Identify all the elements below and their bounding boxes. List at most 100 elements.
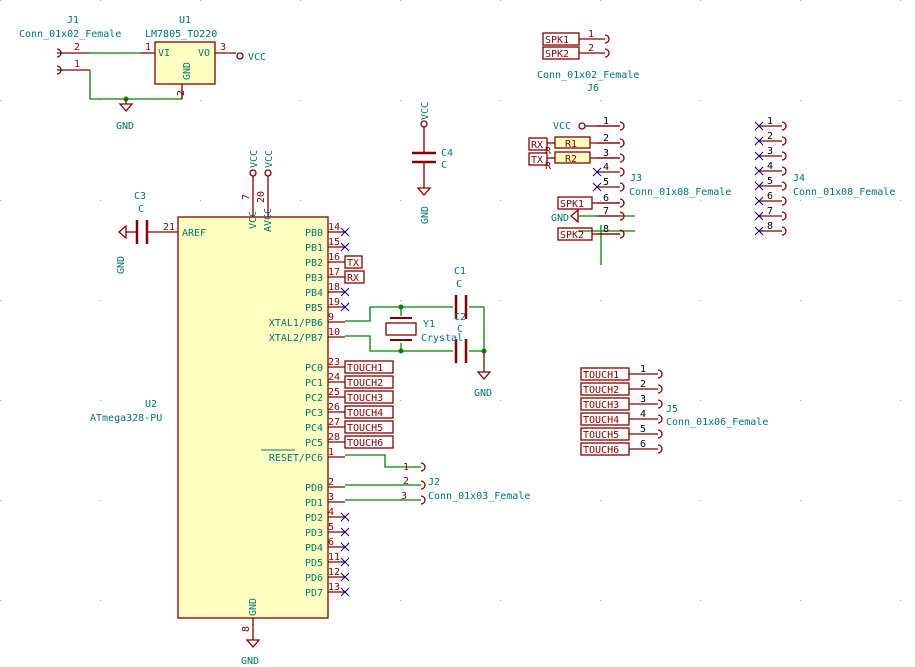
J3-socket xyxy=(619,229,625,239)
U2-pin-name-pc4: PC4 xyxy=(305,423,323,434)
J3-pin-6: 6 xyxy=(603,193,609,204)
svg-text:2: 2 xyxy=(588,43,594,54)
U2-pin-name-pc1: PC1 xyxy=(305,378,323,389)
svg-text:2: 2 xyxy=(403,476,409,487)
U1-pin-2: 2 xyxy=(176,90,187,96)
J6-connector[interactable]: SPK1 SPK2 1 2 Conn_01x02_Female J6 xyxy=(537,29,639,94)
net-label-rx: RX xyxy=(347,273,359,284)
U2-aref-label: AREF xyxy=(182,228,206,239)
U2-pin-name-pd4: PD4 xyxy=(305,543,323,554)
no-connect-mark xyxy=(340,287,350,297)
U2-pin-num-27: 27 xyxy=(328,417,340,428)
J5-pin-5: 5 xyxy=(640,424,646,435)
U2-vcc-label: VCC xyxy=(248,211,259,229)
svg-text:1: 1 xyxy=(403,462,409,473)
U2-pin-num-9: 9 xyxy=(328,312,334,323)
U2-pin-num-25: 25 xyxy=(328,387,340,398)
J5-pin-4: 4 xyxy=(640,409,646,420)
Y1-crystal[interactable]: Y1 Crystal xyxy=(385,317,463,344)
net-label-touch2: TOUCH2 xyxy=(347,378,383,389)
svg-text:GND: GND xyxy=(116,256,127,274)
C1-ref: C1 xyxy=(454,266,466,277)
C1-capacitor[interactable]: C1 C xyxy=(454,266,468,319)
U2-pin-num-2: 2 xyxy=(328,477,334,488)
J1-value: Conn_01x02_Female xyxy=(19,29,121,40)
Y1-ref: Y1 xyxy=(423,319,435,330)
U2-pin-name-pd3: PD3 xyxy=(305,528,323,539)
J3-tx-label: TX xyxy=(531,155,543,166)
U2-gnd-label: GND xyxy=(248,598,259,616)
U2-pin-num-4: 4 xyxy=(328,507,334,518)
J4-ref: J4 xyxy=(793,173,805,184)
U2-pin-name-pd6: PD6 xyxy=(305,573,323,584)
net-label-touch-box xyxy=(344,420,394,434)
U2-pin-name-pb2: PB2 xyxy=(305,258,323,269)
J5-socket xyxy=(657,444,663,454)
svg-text:VCC: VCC xyxy=(248,52,266,63)
svg-text:R: R xyxy=(545,161,552,172)
U2-pin-name-pd1: PD1 xyxy=(305,498,323,509)
svg-text:GND: GND xyxy=(474,388,492,399)
gnd-symbol-crystal: GND xyxy=(474,351,492,399)
J5-connector[interactable]: TOUCH11TOUCH22TOUCH33TOUCH44TOUCH55TOUCH… xyxy=(580,364,768,456)
net-label-touch-box xyxy=(344,375,394,389)
J2-connector[interactable]: 1 2 3 J2 Conn_01x03_Female xyxy=(401,462,530,505)
no-connect-mark xyxy=(592,167,602,177)
no-connect-mark xyxy=(340,542,350,552)
U1-gnd-label: GND xyxy=(182,62,193,80)
U2-pin-name-xtal1-pb6: XTAL1/PB6 xyxy=(269,318,323,329)
U2-pin-name-pb1: PB1 xyxy=(305,243,323,254)
J5-pin-1: 1 xyxy=(640,364,646,375)
J3-socket xyxy=(619,182,625,192)
J5-socket xyxy=(657,414,663,424)
C2-capacitor[interactable]: C2 C xyxy=(454,312,468,363)
J1-pin-2: 2 xyxy=(74,42,80,53)
J5-net-label-touch5: TOUCH5 xyxy=(583,430,619,441)
J1-connector[interactable]: J1 Conn_01x02_Female 2 1 xyxy=(19,15,121,75)
J6-label-spk1: SPK1 xyxy=(545,35,569,46)
C4-value: C xyxy=(441,160,447,171)
U1-regulator[interactable]: U1 LM7805_TO220 VI VO GND 1 3 2 xyxy=(140,15,236,99)
C1-value: C xyxy=(456,279,462,290)
svg-text:GND: GND xyxy=(241,656,259,667)
J4-pin-2: 2 xyxy=(767,131,773,142)
U2-pin-num-24: 24 xyxy=(328,372,340,383)
no-connect-mark xyxy=(592,182,602,192)
C4-capacitor[interactable]: VCC GND C4 C xyxy=(412,102,453,224)
C3-capacitor[interactable]: C3 C GND xyxy=(116,191,149,274)
no-connect-mark xyxy=(340,572,350,582)
vcc-symbols-u2: VCC VCC xyxy=(249,150,275,177)
svg-text:GND: GND xyxy=(116,121,134,132)
U2-pin-name-pc2: PC2 xyxy=(305,393,323,404)
U2-value: ATmega328-PU xyxy=(90,413,162,424)
svg-text:VCC: VCC xyxy=(420,102,431,120)
J3-pin-5: 5 xyxy=(603,177,609,188)
U2-pin-num-5: 5 xyxy=(328,522,334,533)
U2-pin-num-6: 6 xyxy=(328,537,334,548)
J5-net-label-touch4: TOUCH4 xyxy=(583,415,619,426)
U2-microcontroller[interactable]: U2 ATmega328-PU AREF VCC AVCC GND 7 20 8… xyxy=(90,176,394,640)
J3-socket xyxy=(619,167,625,177)
U2-pin-name-pb3: PB3 xyxy=(305,273,323,284)
Y1-value: Crystal xyxy=(421,333,463,344)
U2-pin-num-11: 11 xyxy=(328,552,340,563)
net-label-touch5: TOUCH5 xyxy=(347,423,383,434)
C4-ref: C4 xyxy=(441,148,453,159)
J3-pin-4: 4 xyxy=(603,162,609,173)
svg-text:20: 20 xyxy=(256,191,267,203)
svg-text:1: 1 xyxy=(588,29,594,40)
J5-socket xyxy=(657,399,663,409)
U2-avcc-label: AVCC xyxy=(263,208,274,232)
U1-vi-label: VI xyxy=(158,48,170,59)
U1-pin-1: 1 xyxy=(145,42,151,53)
J4-socket xyxy=(781,196,787,206)
J4-socket xyxy=(781,151,787,161)
U2-pin-name-pb4: PB4 xyxy=(305,288,323,299)
no-connect-mark xyxy=(754,211,764,221)
J3-pin-1: 1 xyxy=(603,116,609,127)
J3-connector[interactable]: VCC RX TX R1 R2 R R SPK1 GND SPK2 123456… xyxy=(528,116,731,265)
J5-value: Conn_01x06_Female xyxy=(666,417,768,428)
gnd-symbol-u1: GND xyxy=(116,99,134,132)
